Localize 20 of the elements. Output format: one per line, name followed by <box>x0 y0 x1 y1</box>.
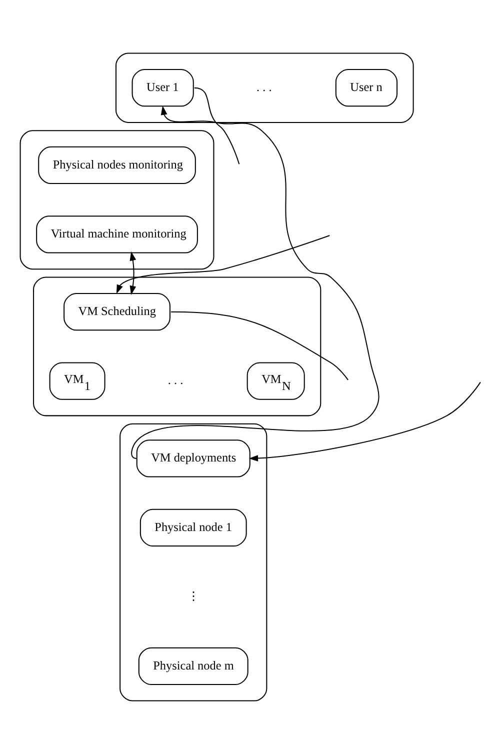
node-box: Physical nodes monitoring <box>38 146 196 184</box>
cluster <box>20 130 214 270</box>
connector <box>170 310 348 380</box>
node-box: Physical node 1 <box>140 508 247 546</box>
cluster <box>33 276 322 416</box>
connector <box>194 86 240 164</box>
cluster <box>120 422 268 701</box>
node-box: VM Scheduling <box>64 292 170 330</box>
arrow <box>116 234 330 294</box>
cluster <box>115 52 414 122</box>
node-box: VM deployments <box>136 439 250 477</box>
node-box: Physical node m <box>138 646 248 684</box>
node-box: User n <box>335 68 398 106</box>
label: ⋮ <box>187 588 200 603</box>
label: . . . <box>256 79 272 94</box>
arrow <box>248 381 481 461</box>
arrow <box>130 250 136 294</box>
node-box: Virtual machine monitoring <box>36 215 198 253</box>
label: . . . <box>168 372 184 387</box>
node-box: User 1 <box>132 68 194 106</box>
